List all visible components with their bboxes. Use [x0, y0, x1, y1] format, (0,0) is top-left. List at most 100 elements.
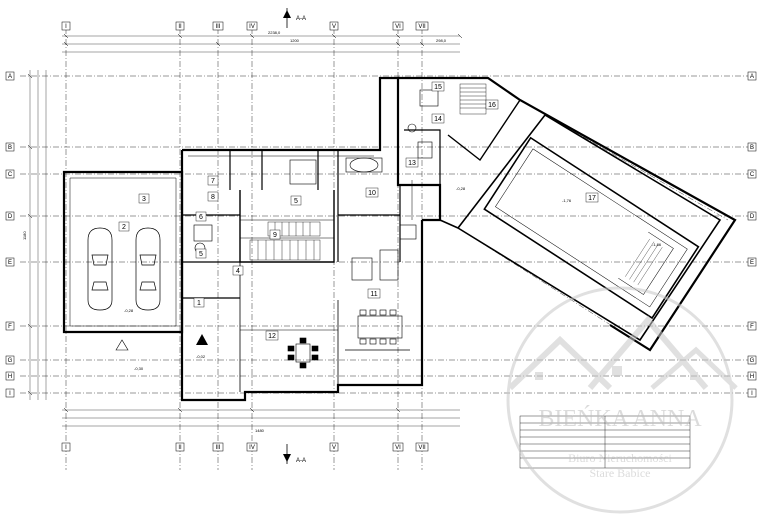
svg-text:VI: VI: [395, 24, 401, 30]
room-label-8: 8: [207, 191, 219, 202]
axis-tag-g-right: G: [747, 355, 757, 365]
svg-text:9: 9: [273, 232, 277, 239]
dim-left-total: 1180: [22, 231, 27, 240]
axis-tag-e-right: E: [747, 257, 757, 267]
svg-text:A-A: A-A: [296, 16, 306, 22]
svg-text:D: D: [750, 214, 755, 220]
axis-tag-3-bottom: III: [212, 442, 224, 452]
axis-tag-a-right: A: [747, 71, 757, 81]
room-label-12: 12: [265, 330, 279, 341]
axis-tag-2-top: II: [175, 21, 185, 31]
svg-text:2: 2: [122, 224, 126, 231]
axis-tag-1-bottom: I: [61, 442, 71, 452]
axis-tag-2-bottom: II: [175, 442, 185, 452]
svg-text:A-A: A-A: [296, 458, 306, 464]
axis-tag-b-right: B: [747, 142, 757, 152]
svg-text:5: 5: [294, 198, 298, 205]
room-label-7: 7: [207, 175, 219, 186]
room-label-16: 16: [485, 99, 499, 110]
svg-text:17: 17: [588, 195, 596, 202]
svg-text:IV: IV: [249, 445, 255, 451]
svg-text:13: 13: [408, 160, 416, 167]
svg-text:I: I: [9, 391, 11, 397]
room-label-11: 11: [367, 288, 381, 299]
svg-text:II: II: [178, 445, 182, 451]
bathtub-fixtures: [193, 89, 439, 254]
svg-text:F: F: [8, 324, 12, 330]
axis-tag-i-left: I: [5, 388, 15, 398]
house-walls: [62, 76, 442, 402]
room-label-14: 14: [431, 113, 445, 124]
level-terrace: -0,28: [456, 186, 466, 191]
axis-tag-3-top: III: [212, 21, 224, 31]
dim-top-right: 298,0: [436, 38, 447, 43]
axis-tag-c-right: C: [747, 169, 757, 179]
room-label-15: 15: [431, 81, 445, 92]
axis-tag-7-bottom: VII: [415, 442, 429, 452]
legend-table: [519, 415, 691, 469]
axis-tag-a-left: A: [5, 71, 15, 81]
svg-text:12: 12: [268, 333, 276, 340]
svg-text:IV: IV: [249, 24, 255, 30]
axis-tag-i-right: I: [747, 388, 757, 398]
svg-text:6: 6: [199, 214, 203, 221]
svg-text:H: H: [750, 374, 754, 380]
level-markers: -0,28 -0,02 -0,30 -0,28 -1,76 -1,86: [124, 186, 662, 371]
axis-tag-e-left: E: [5, 257, 15, 267]
level-garage: -0,28: [124, 308, 134, 313]
dimension-chains: [29, 35, 460, 427]
axis-tag-f-left: F: [5, 321, 15, 331]
svg-text:VII: VII: [418, 445, 426, 451]
watermark-line2: Stare Babice: [590, 466, 651, 480]
svg-text:I: I: [65, 24, 67, 30]
svg-text:VII: VII: [418, 24, 426, 30]
svg-text:C: C: [750, 172, 755, 178]
axis-tag-d-right: D: [747, 211, 757, 221]
car-right: [135, 227, 161, 311]
axis-tag-5-bottom: V: [329, 442, 339, 452]
svg-text:B: B: [8, 145, 12, 151]
svg-text:I: I: [751, 391, 753, 397]
axis-tag-1-top: I: [61, 21, 71, 31]
central-staircase: [249, 221, 321, 261]
axis-tag-d-left: D: [5, 211, 15, 221]
room-labels: 1 2 3 4 5 6 7 8 9 10 11 12 13 14 15 16 1…: [118, 81, 599, 341]
axis-tags-right: A B C D E F G H I: [747, 71, 757, 398]
level-pool-b: -1,86: [652, 242, 662, 247]
axis-tags-bottom: I II III IV V VI VII: [61, 442, 429, 452]
svg-text:14: 14: [434, 116, 442, 123]
section-marker-top: A-A: [283, 8, 306, 28]
svg-text:E: E: [8, 260, 12, 266]
svg-text:1: 1: [197, 300, 201, 307]
svg-text:V: V: [332, 445, 336, 451]
svg-text:V: V: [332, 24, 336, 30]
level-pool-a: -1,76: [562, 198, 572, 203]
svg-text:III: III: [215, 445, 220, 451]
svg-text:11: 11: [370, 291, 377, 298]
watermark-logo: BIEŃKA ANNA Biuro Nieruchomości Stare Ba…: [506, 286, 738, 514]
svg-text:E: E: [750, 260, 754, 266]
svg-text:B: B: [750, 145, 754, 151]
svg-text:H: H: [8, 374, 12, 380]
car-left: [87, 227, 113, 311]
room-label-3: 3: [138, 193, 150, 204]
section-marker-bottom: A-A: [283, 444, 306, 464]
room-label-10: 10: [365, 187, 379, 198]
axis-tag-5-top: V: [329, 21, 339, 31]
axis-tag-h-left: H: [5, 371, 15, 381]
room-label-9: 9: [269, 229, 281, 240]
sofa-room11: [351, 224, 417, 281]
room-label-2: 2: [118, 221, 130, 232]
dining-table-room11: [357, 309, 403, 345]
svg-text:10: 10: [368, 190, 376, 197]
room-label-17: 17: [585, 192, 599, 203]
grid-lines: [20, 28, 755, 470]
axis-tag-7-top: VII: [415, 21, 429, 31]
svg-text:I: I: [65, 445, 67, 451]
svg-text:16: 16: [488, 102, 496, 109]
level-entry: -0,02: [196, 354, 206, 359]
svg-text:F: F: [750, 324, 754, 330]
entrance-marker-main: [196, 334, 208, 345]
svg-text:D: D: [8, 214, 13, 220]
